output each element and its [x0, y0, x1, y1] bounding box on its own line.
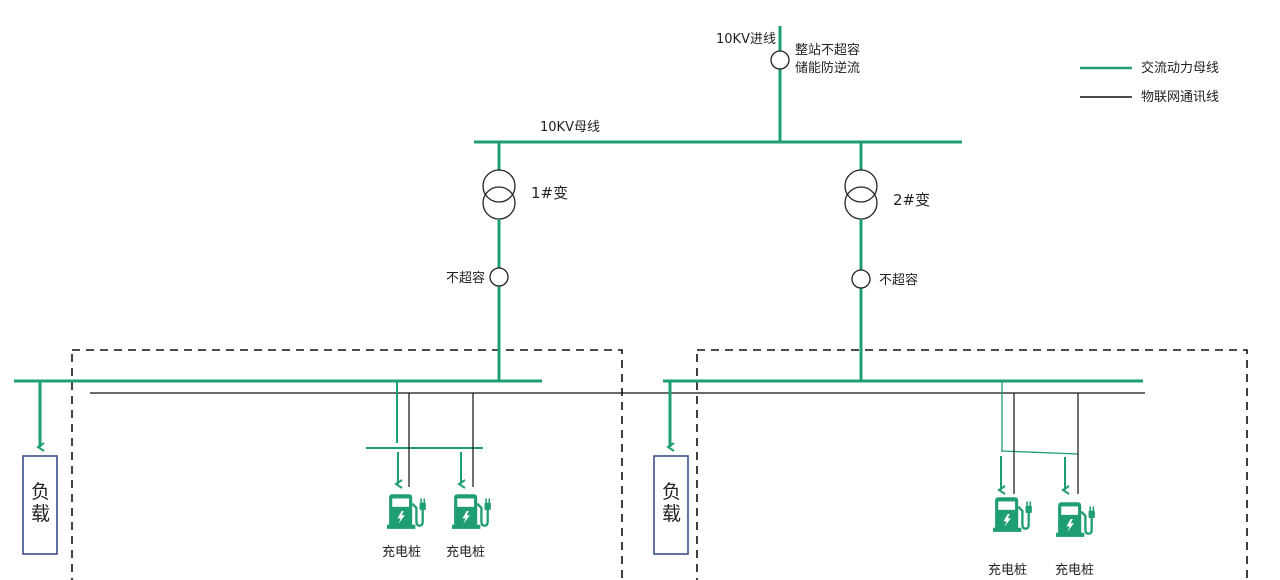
charger-1-label: 充电桩: [382, 544, 421, 560]
incoming-line-label: 10KV进线: [716, 32, 776, 47]
legend-power-label: 交流动力母线: [1141, 60, 1219, 76]
transformer-2-icon: [844, 169, 878, 203]
load-left-box: [22, 455, 58, 555]
incoming-meter-label-2: 储能防逆流: [795, 60, 860, 76]
incoming-meter: [770, 50, 790, 70]
charger-4-icon: [1056, 501, 1097, 539]
charger-1-icon: [387, 493, 428, 531]
transformer-2-label: 2#变: [893, 191, 930, 209]
charger-4-label: 充电桩: [1055, 562, 1094, 578]
load-left-label-1: 负: [31, 481, 50, 503]
transformer-1-meter-label: 不超容: [446, 270, 485, 286]
charger-3-label: 充电桩: [988, 562, 1027, 578]
load-left-label-2: 载: [31, 503, 50, 525]
load-right-label-1: 负: [662, 481, 681, 503]
incoming-meter-label-1: 整站不超容: [795, 42, 860, 58]
charger-2-label: 充电桩: [446, 544, 485, 560]
charger-3-icon: [993, 496, 1034, 534]
transformer-1-label: 1#变: [531, 184, 568, 202]
load-right-label-2: 载: [662, 503, 681, 525]
area-box-left: [71, 349, 623, 580]
charger-2-icon: [452, 493, 493, 531]
transformer-2-meter-label: 不超容: [879, 272, 918, 288]
charger-branch-right: [1001, 450, 1079, 455]
load-right-box: [653, 455, 689, 555]
legend: 交流动力母线 物联网通讯线: [1080, 60, 1219, 105]
legend-comm-label: 物联网通讯线: [1141, 90, 1219, 105]
bus-label: 10KV母线: [540, 120, 600, 135]
transformer-2-meter: [851, 269, 871, 289]
transformer-1-meter: [489, 267, 509, 287]
transformer-1-icon: [482, 169, 516, 203]
area-box-right: [696, 349, 1248, 580]
